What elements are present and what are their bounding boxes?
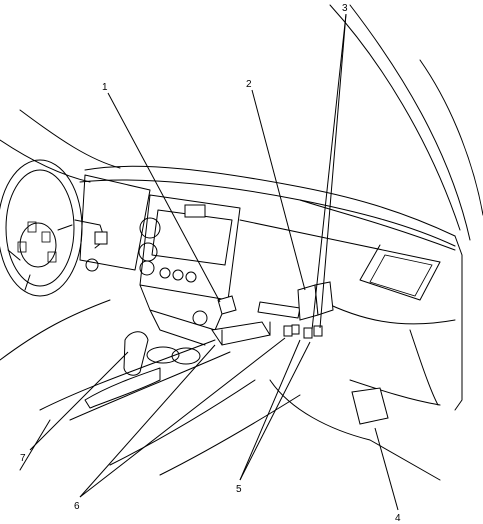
leader-7 [29, 351, 129, 451]
dashboard-outline [79, 165, 463, 411]
knob-center [172, 269, 184, 281]
instrument-cluster [79, 174, 161, 276]
leader-6b [79, 344, 216, 498]
cup-holder-right [171, 347, 201, 365]
steering-wheel [0, 159, 111, 361]
knob-left [159, 267, 171, 279]
windshield-lines [0, 4, 483, 241]
leader-1 [107, 92, 221, 303]
leader-6a [79, 337, 286, 498]
cup-holder-left [146, 346, 180, 364]
callout-1: 1 [102, 82, 108, 93]
leader-4 [374, 427, 399, 511]
knob-right [185, 271, 197, 283]
part-6-relay-a [283, 325, 293, 337]
cigar-lighter [192, 310, 208, 326]
leader-5b [239, 341, 311, 481]
under-dash-fuse-box [211, 321, 271, 346]
callout-2: 2 [246, 79, 252, 90]
callout-labels: 1 2 3 4 5 6 7 [20, 3, 401, 524]
center-stack [139, 194, 241, 346]
callout-5: 5 [236, 484, 242, 495]
components [211, 281, 389, 425]
column-switch [94, 231, 108, 245]
part-1-relay [217, 295, 237, 315]
part-4-control-unit [351, 387, 389, 425]
shift-lever [123, 331, 149, 376]
leader-3a [319, 13, 347, 329]
part-3-relay-box [314, 281, 334, 316]
center-vent [184, 204, 206, 218]
callout-7: 7 [20, 453, 26, 464]
leader-lines [29, 13, 399, 511]
leader-3b [311, 13, 347, 331]
part-6-relay-b [291, 324, 300, 335]
part-5-relay-b [313, 325, 323, 337]
leader-5a [239, 339, 301, 481]
callout-3: 3 [342, 3, 348, 14]
part-5-relay-a [303, 327, 313, 339]
callout-4: 4 [395, 513, 401, 524]
leader-2 [251, 89, 306, 291]
glove-box-area [257, 301, 441, 406]
callout-6: 6 [74, 501, 80, 512]
